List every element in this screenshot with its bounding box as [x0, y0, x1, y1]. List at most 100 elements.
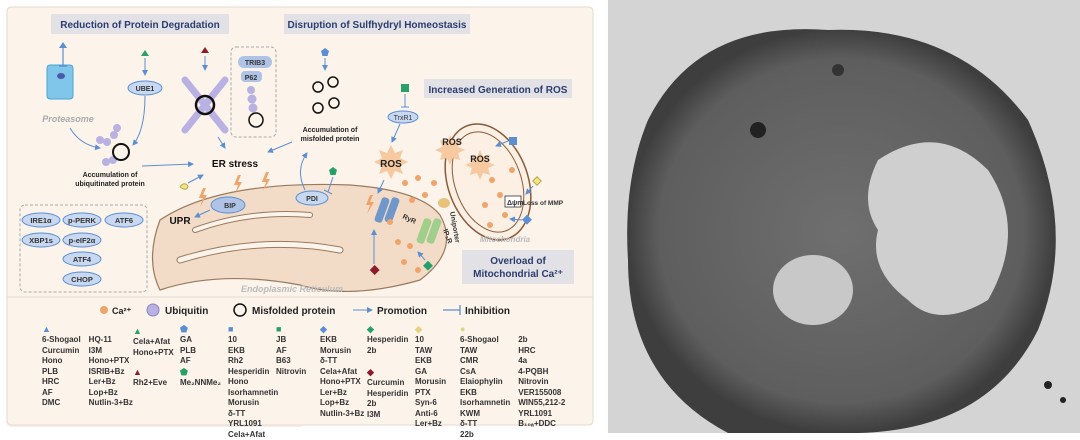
compound-item: AF: [42, 388, 81, 399]
red-triangle-icon: ▲: [133, 367, 175, 378]
compound-item: Cela+Afat: [133, 337, 174, 348]
compound-item: HRC: [518, 346, 565, 357]
compound-item: Hono+PTX: [320, 377, 364, 388]
title-sulfhydryl: Disruption of Sulfhydryl Homeostasis: [288, 20, 467, 31]
compound-item: δ-TT: [228, 409, 278, 420]
compound-item: 22b: [460, 430, 510, 440]
compound-item: δ-TT: [320, 356, 364, 367]
compound-item: WIN55,212-2: [518, 398, 565, 409]
green-square-icon: ■: [276, 324, 314, 335]
acc-misfold-label-2: misfolded protein: [301, 136, 360, 143]
compound-item: AF: [180, 356, 196, 367]
compound-item: GA: [415, 367, 446, 378]
compound-item: Curcumin: [42, 346, 81, 357]
compound-item: 6-Shogaol: [460, 335, 510, 346]
compound-item: PLB: [42, 367, 81, 378]
ubiquitin-legend-icon: [147, 304, 159, 316]
compound-item: AF: [276, 346, 306, 357]
compound-item: Morusin: [415, 377, 446, 388]
compound-item: Hono: [228, 377, 278, 388]
legend-ubiquitin: Ubiquitin: [165, 306, 208, 317]
compound-column: Me₂NNMe₂: [180, 378, 221, 389]
compound-item: Nutlin-3+Bz: [320, 409, 364, 420]
compound-item: Ler+Bz: [415, 419, 446, 430]
compound-item: CMR: [460, 356, 510, 367]
er-stress-label: ER stress: [212, 159, 259, 170]
uniporter-icon: [438, 198, 450, 208]
compound-item: EKB: [460, 388, 510, 399]
yellow-drop-icon: ●: [460, 324, 573, 335]
yellow-diamond-icon: ◆: [415, 324, 454, 335]
compound-item: 2b: [367, 399, 408, 410]
pdi-label: PDI: [306, 196, 318, 203]
compound-item: HRC: [42, 377, 81, 388]
blue-pentagon-icon: ⬟: [180, 324, 204, 335]
blue-square-icon: [509, 137, 517, 145]
mitochondria-label: Mitochondria: [480, 235, 531, 244]
bip-label: BIP: [224, 203, 236, 210]
upr-protein-label: ATF4: [73, 255, 92, 264]
compound-item: I3M: [367, 410, 408, 421]
compound-item: Hono: [42, 356, 81, 367]
ube1-label: UBE1: [136, 86, 155, 93]
compound-item: Isorhamnetin: [228, 388, 278, 399]
compound-item: Nitrovin: [518, 377, 565, 388]
compound-item: B₁₀ₐ+DDC: [518, 419, 565, 430]
compound-item: Hesperidin: [367, 335, 408, 346]
compound-item: Hono+PTX: [133, 348, 174, 359]
compound-item: 4-PQBH: [518, 367, 565, 378]
mito-ros-label-2: ROS: [470, 154, 490, 164]
legend-ca: Ca²⁺: [112, 306, 132, 316]
vacuole-small: [773, 255, 853, 325]
compound-item: Hesperidin: [367, 389, 408, 400]
compound-item: Hesperidin: [228, 367, 278, 378]
title-ca-overload: Overload of: [490, 256, 546, 267]
acc-misfold-label: Accumulation of: [303, 127, 359, 134]
acc-ubiq-label: Accumulation of: [83, 172, 139, 179]
compound-item: JB: [276, 335, 306, 346]
acc-ubiq-label-2: ubiquitinated protein: [75, 181, 145, 188]
compound-item: HQ-11: [89, 335, 133, 346]
compound-item: Morusin: [320, 346, 364, 357]
compound-item: Cela+Afat: [320, 367, 364, 378]
ros-label: ROS: [380, 159, 402, 170]
compound-item: PLB: [180, 346, 196, 357]
compound-item: VER155008: [518, 388, 565, 399]
compound-group-red-triangle: ▲Rh2+Eve: [133, 367, 175, 389]
compound-item: KWM: [460, 409, 510, 420]
compound-item: B63: [276, 356, 306, 367]
trxr1-label: TrxR1: [394, 115, 413, 122]
calcium-legend-icon: [100, 306, 108, 314]
compound-item: Ler+Bz: [320, 388, 364, 399]
electron-micrograph: [608, 0, 1080, 433]
title-ca-overload-2: Mitochondrial Ca²⁺: [473, 269, 563, 280]
compound-item: 2b: [367, 346, 408, 357]
blue-diamond-icon: ◆: [320, 324, 372, 335]
er-label: Endoplasmic Reticulum: [241, 284, 343, 294]
compound-item: EKB: [320, 335, 364, 346]
upr-protein-label: p-PERK: [68, 216, 97, 225]
upr-protein-label: XBP1s: [29, 236, 53, 245]
legend-inhibition: Inhibition: [465, 306, 510, 317]
compound-item: δ-TT: [460, 419, 510, 430]
compound-item: 6-Shogaol: [42, 335, 81, 346]
compound-item: Rh2: [228, 356, 278, 367]
upr-protein-label: ATF6: [115, 216, 133, 225]
compound-item: Elaiophylin: [460, 377, 510, 388]
p62-label: P62: [245, 75, 258, 82]
compound-item: Rh2+Eve: [133, 378, 167, 389]
compound-item: DMC: [42, 398, 81, 409]
compound-item: CsA: [460, 367, 510, 378]
